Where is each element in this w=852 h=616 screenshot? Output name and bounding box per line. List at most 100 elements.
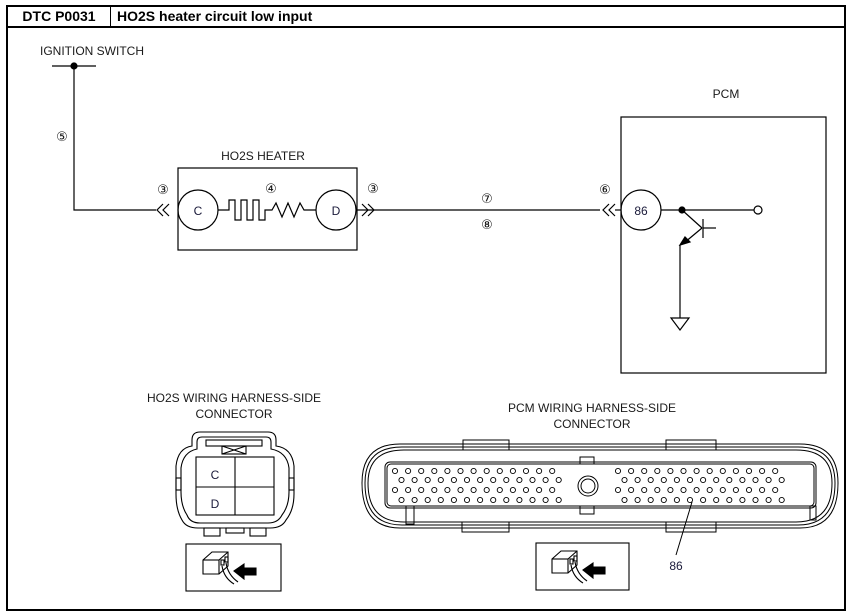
pcm-pin (752, 476, 759, 484)
pin-86-leader-line (675, 501, 693, 556)
pcm-pin (745, 486, 753, 494)
pcm-pin (732, 467, 739, 475)
pcm-pin (391, 467, 399, 475)
pcm-pin (673, 496, 680, 504)
pcm-pin (719, 467, 726, 475)
connector-chevron-icon (162, 203, 170, 217)
pcm-label: PCM (713, 87, 740, 101)
connector-chevron-icon (602, 203, 610, 217)
pcm-pin (634, 476, 641, 484)
pcm-pin (621, 496, 628, 504)
pcm-pin (614, 486, 622, 494)
ignition-switch-label: IGNITION SWITCH (40, 44, 144, 58)
pcm-pin (745, 467, 753, 475)
pcm-pin (549, 467, 556, 475)
pcm-pin (647, 476, 654, 484)
pcm-pin (477, 476, 484, 484)
pcm-pin (536, 467, 543, 475)
heater-terminal-d-label: D (332, 204, 341, 218)
pcm-pin (503, 476, 510, 484)
connector-chevron-icon (608, 203, 616, 217)
pcm-pin (496, 486, 503, 494)
pcm-pin (450, 476, 457, 484)
pcm-pin (726, 496, 733, 504)
pcm-pin (490, 496, 497, 504)
pcm-pin (444, 486, 451, 494)
pcm-pin (667, 486, 674, 494)
pcm-pin (739, 476, 746, 484)
pcm-pin (660, 496, 667, 504)
pcm-pin (405, 467, 412, 475)
dtc-header (6, 5, 844, 28)
pcm-pin (509, 467, 516, 475)
ho2s-heater-label: HO2S HEATER (221, 149, 305, 163)
pcm-pin (411, 476, 418, 484)
pcm-pin (765, 496, 772, 504)
pcm-pin (444, 467, 451, 475)
pcm-box (620, 116, 827, 374)
transistor-collector (681, 209, 703, 229)
pcm-pin (405, 486, 412, 494)
pcm-pin (772, 467, 779, 475)
callout-heater-right-connector: ③ (367, 181, 379, 196)
ho2s-cell-d: D (211, 497, 220, 511)
pcm-pin (516, 496, 523, 504)
pcm-pin (431, 486, 438, 494)
pcm-terminal-label: 86 (634, 204, 648, 218)
pcm-pin (463, 496, 471, 504)
pcm-pin (522, 467, 530, 475)
pcm-pin (706, 467, 713, 475)
pcm-pin (628, 486, 635, 494)
callout-heater-left-connector: ③ (157, 182, 169, 197)
pcm-pin (634, 496, 641, 504)
pcm-pin (490, 476, 497, 484)
pcm-pin (706, 486, 713, 494)
pcm-pin (437, 496, 444, 504)
pcm-pin (555, 496, 562, 504)
pcm-pin (477, 496, 484, 504)
pcm-pin (719, 486, 726, 494)
pcm-pin (693, 486, 700, 494)
ho2s-connector-face (175, 431, 295, 537)
pcm-pin (713, 476, 720, 484)
pcm-pin (654, 467, 661, 475)
pcm-pin (641, 467, 648, 475)
pcm-pin (700, 476, 707, 484)
pcm-pin (418, 467, 425, 475)
pcm-pin (470, 467, 477, 475)
callout-harness-lower: ⑧ (481, 217, 493, 232)
pcm-pin-86-callout: 86 (669, 559, 683, 573)
pcm-pin (463, 476, 471, 484)
pcm-pin (759, 486, 766, 494)
pcm-pin (680, 486, 687, 494)
connector-chevron-icon (156, 203, 164, 217)
pcm-pin (660, 476, 667, 484)
dtc-code: DTC P0031 (8, 7, 111, 26)
callout-heater-element: ④ (265, 181, 277, 196)
pcm-pin (470, 486, 477, 494)
pcm-pin (536, 486, 543, 494)
pcm-pin-array (391, 467, 785, 504)
pcm-pin (457, 486, 464, 494)
pcm-pin (424, 496, 431, 504)
pcm-pin (411, 496, 418, 504)
pcm-pin (542, 476, 549, 484)
pcm-pin (549, 486, 556, 494)
ignition-wire (73, 66, 156, 211)
pcm-pin (628, 467, 635, 475)
pcm-pin (732, 486, 739, 494)
pcm-pin (516, 476, 523, 484)
pcm-pin (726, 476, 733, 484)
ho2s-connector-title-2: CONNECTOR (195, 407, 272, 421)
ho2s-cell-c: C (211, 468, 220, 482)
pcm-pin (700, 496, 707, 504)
transistor-arrow-icon (678, 236, 692, 247)
pcm-pin (686, 496, 694, 504)
pcm-pin (522, 486, 530, 494)
pcm-pin (509, 486, 516, 494)
pcm-pin (398, 476, 405, 484)
pcm-pin (759, 467, 766, 475)
pcm-pin (667, 467, 674, 475)
pcm-pin (772, 486, 779, 494)
pcm-pin (778, 476, 785, 484)
